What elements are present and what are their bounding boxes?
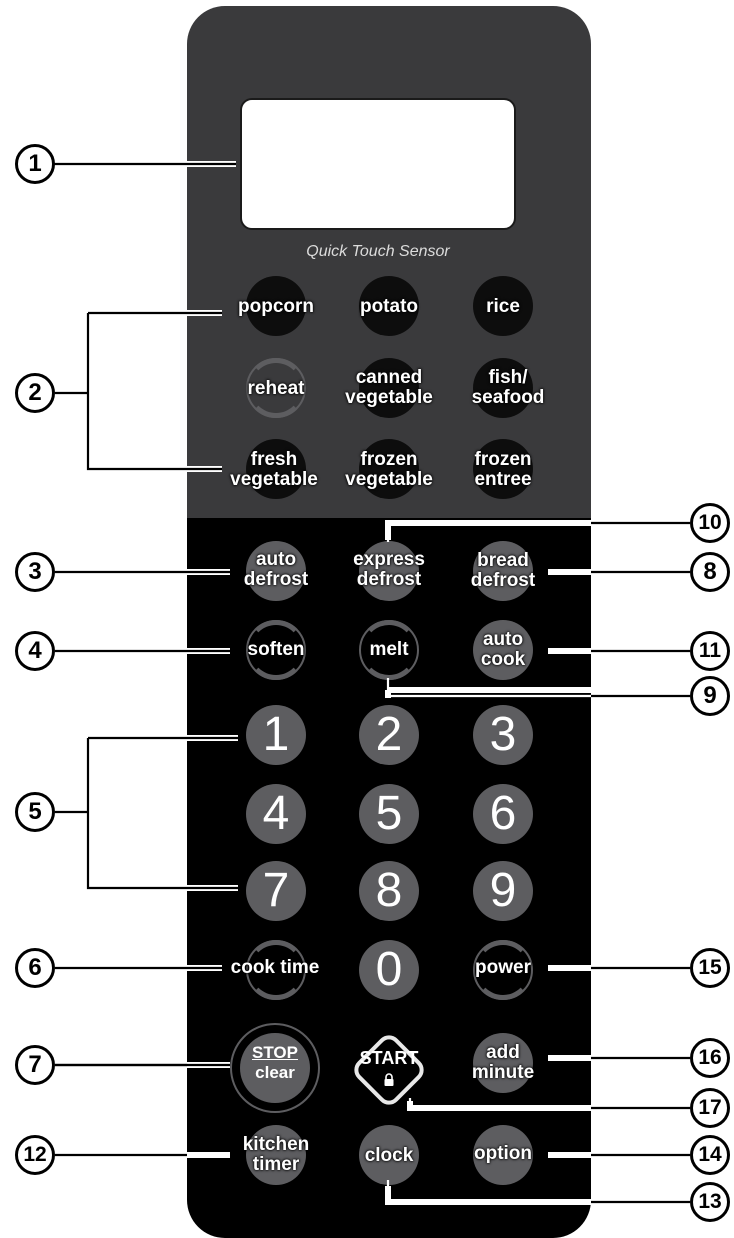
- fish-seafood-label: fish/seafood: [471, 367, 545, 408]
- digit-0-button[interactable]: 0: [359, 940, 419, 1000]
- canned-vegetable-pad[interactable]: [359, 358, 419, 418]
- digit-2-label: 2: [375, 708, 403, 761]
- fresh-vegetable-pad[interactable]: [246, 439, 306, 499]
- bread-defrost-pad[interactable]: [473, 541, 533, 601]
- digit-6-label: 6: [489, 787, 517, 840]
- digit-4-label: 4: [262, 787, 290, 840]
- soften-label: soften: [247, 639, 305, 660]
- digit-7-label: 7: [262, 864, 290, 917]
- popcorn-pad[interactable]: [246, 276, 306, 336]
- melt-label: melt: [369, 639, 409, 660]
- digit-1-button[interactable]: 1: [246, 705, 306, 765]
- cook-time-label: cook time: [230, 957, 320, 978]
- digit-6-button[interactable]: 6: [473, 784, 533, 844]
- popcorn-label: popcorn: [238, 296, 314, 317]
- callout-15: 15: [690, 948, 730, 988]
- digit-8-button[interactable]: 8: [359, 861, 419, 921]
- rice-pad[interactable]: [473, 276, 533, 336]
- start-label: START: [359, 1048, 419, 1068]
- stop-label: STOP: [252, 1043, 298, 1062]
- clock-label: clock: [364, 1145, 414, 1166]
- clear-label: clear: [255, 1063, 295, 1082]
- power-label: power: [475, 957, 531, 978]
- panel-upper-section: [187, 6, 591, 518]
- callout-12: 12: [15, 1135, 55, 1175]
- callout-8: 8: [690, 552, 730, 592]
- callout-4: 4: [15, 631, 55, 671]
- fish-seafood-pad[interactable]: [473, 358, 533, 418]
- callout-16: 16: [690, 1038, 730, 1078]
- callout-14: 14: [690, 1135, 730, 1175]
- brand-label: Quick Touch Sensor: [306, 243, 450, 260]
- digit-3-button[interactable]: 3: [473, 705, 533, 765]
- digit-5-button[interactable]: 5: [359, 784, 419, 844]
- power-pad[interactable]: [473, 940, 533, 1000]
- potato-pad[interactable]: [359, 276, 419, 336]
- digit-4-button[interactable]: 4: [246, 784, 306, 844]
- start-button[interactable]: [349, 1030, 429, 1110]
- soften-pad[interactable]: [246, 620, 306, 680]
- callout-1: 1: [15, 144, 55, 184]
- callout-9: 9: [690, 676, 730, 716]
- frozen-vegetable-pad[interactable]: [359, 439, 419, 499]
- callout-2: 2: [15, 373, 55, 413]
- callout-6: 6: [15, 948, 55, 988]
- frozen-entree-pad[interactable]: [473, 439, 533, 499]
- potato-label: potato: [359, 296, 419, 317]
- stop-clear-text: STOP clear: [240, 1043, 310, 1083]
- callout-17: 17: [690, 1088, 730, 1128]
- reheat-label: reheat: [247, 378, 305, 399]
- express-defrost-pad[interactable]: [359, 541, 419, 601]
- rice-label: rice: [486, 296, 520, 317]
- digit-0-label: 0: [375, 943, 403, 996]
- digit-9-label: 9: [489, 864, 517, 917]
- auto-defrost-pad[interactable]: [246, 541, 306, 601]
- reheat-pad[interactable]: [246, 358, 306, 418]
- digit-1-label: 1: [262, 708, 290, 761]
- stop-clear-button[interactable]: STOP clear: [230, 1023, 320, 1113]
- digit-9-button[interactable]: 9: [473, 861, 533, 921]
- callout-13: 13: [690, 1182, 730, 1222]
- cook-time-pad[interactable]: [246, 940, 306, 1000]
- digit-7-button[interactable]: 7: [246, 861, 306, 921]
- digit-5-label: 5: [375, 787, 403, 840]
- clock-pad[interactable]: [359, 1125, 419, 1185]
- kitchen-timer-pad[interactable]: [246, 1125, 306, 1185]
- callout-11: 11: [690, 631, 730, 671]
- display-window: [240, 98, 516, 230]
- lock-icon: [384, 1073, 394, 1086]
- stop-clear-face: STOP clear: [240, 1033, 310, 1103]
- callout-10: 10: [690, 503, 730, 543]
- option-label: option: [473, 1143, 533, 1164]
- digit-8-label: 8: [375, 864, 403, 917]
- add-minute-pad[interactable]: [473, 1033, 533, 1093]
- auto-cook-pad[interactable]: [473, 620, 533, 680]
- callout-5: 5: [15, 792, 55, 832]
- option-pad[interactable]: [473, 1125, 533, 1185]
- digit-2-button[interactable]: 2: [359, 705, 419, 765]
- callout-3: 3: [15, 552, 55, 592]
- digit-3-label: 3: [489, 708, 517, 761]
- callout-7: 7: [15, 1045, 55, 1085]
